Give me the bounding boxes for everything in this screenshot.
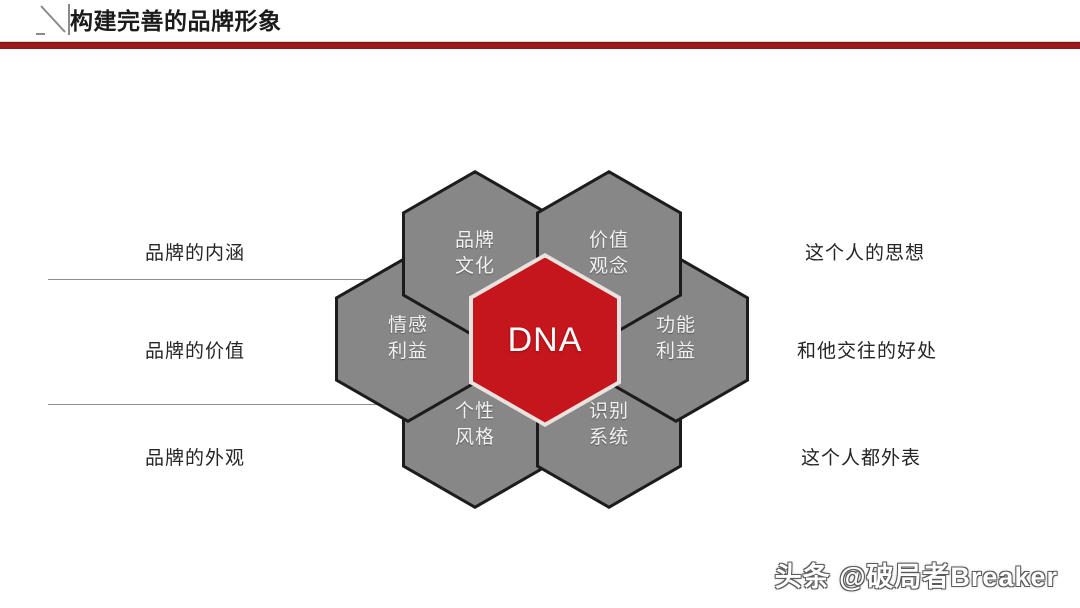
hex-identity-system-label: 识别 系统 [588,401,629,448]
hex-dna-center-face [473,257,617,423]
hex-functional-benefit-label: 功能 利益 [655,315,696,362]
header-red-rule-fill [0,42,1080,49]
right-label-person-benefits: 和他交往的好处 [797,341,938,362]
page-title: 构建完善的品牌形象 [70,8,282,34]
brand-dna-hex-diagram: 个性 风格 识别 系统 情感 利益 功能 利益 品牌 文化 价值 观念 DNA [330,165,760,515]
left-label-brand-appearance: 品牌的外观 [145,448,246,469]
watermark: 头条 @破局者Breaker [774,562,1058,592]
left-label-brand-value: 品牌的价值 [145,341,246,362]
separator-line-top [48,279,680,280]
diagonal-corner-mark-icon [36,4,70,35]
separator-line-bottom [48,404,680,405]
hex-dna-center-label: DNA [507,320,583,359]
left-label-brand-connotation: 品牌的内涵 [145,243,246,264]
hex-emotional-benefit-label: 情感 利益 [387,315,428,362]
hex-personality-style-label: 个性 风格 [454,401,495,448]
right-label-person-appearance: 这个人都外表 [801,448,922,469]
header-red-rule [0,41,1080,49]
hex-brand-culture-label: 品牌 文化 [454,230,495,277]
right-label-person-thoughts: 这个人的思想 [805,243,926,264]
hex-value-concept-label: 价值 观念 [588,230,629,277]
slide-header: 构建完善的品牌形象 [0,0,1080,52]
